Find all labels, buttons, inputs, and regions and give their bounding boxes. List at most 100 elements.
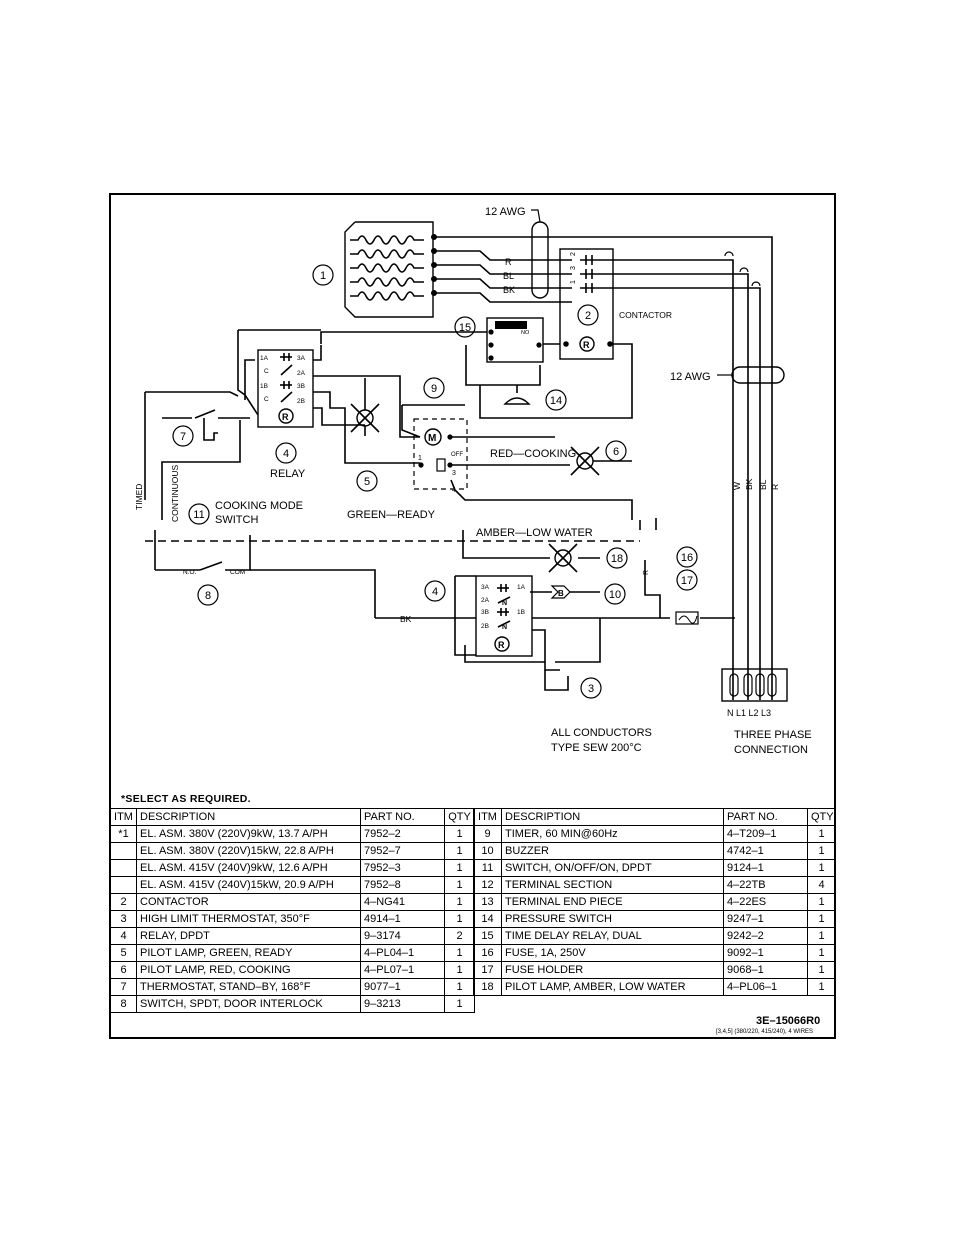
callout-6: 6	[613, 446, 619, 458]
bom-left-cell: 4	[110, 927, 137, 945]
bom-right-cell: TIME DELAY RELAY, DUAL	[501, 927, 724, 945]
wire-color-bl: BL	[503, 271, 514, 281]
bom-left-cell	[110, 842, 137, 860]
timer-terminal-4: 4	[452, 487, 456, 494]
contactor-2	[559, 248, 614, 360]
bom-right-header-cell: DESCRIPTION	[501, 808, 724, 826]
bom-left-cell: EL. ASM. 380V (220V)9kW, 13.7 A/PH	[136, 825, 361, 843]
bom-left-cell: 7952–8	[360, 876, 445, 894]
callout-17: 17	[681, 575, 693, 587]
terminal-block	[721, 668, 788, 702]
relay-contact-1b: 1B	[260, 383, 268, 390]
bom-left-cell: 9077–1	[360, 978, 445, 996]
heating-element-assembly	[344, 221, 437, 318]
bom-right-cell: 9242–2	[723, 927, 808, 945]
relay-contact-1a: 1A	[260, 355, 269, 362]
bom-left-cell: 7952–3	[360, 859, 445, 877]
bom-left-cell: 9–3174	[360, 927, 445, 945]
bom-right-cell: 1	[807, 910, 836, 928]
callout-18: 18	[611, 553, 623, 565]
timer-terminal-1: 1	[418, 455, 422, 462]
red-cooking-label: RED—COOKING	[490, 448, 576, 460]
relay-contact-2a: 2A	[297, 370, 306, 377]
bom-right-cell: 1	[807, 893, 836, 911]
bom-left-cell: 8	[110, 995, 137, 1013]
relay-label: RELAY	[270, 468, 306, 480]
bom-left-cell: EL. ASM. 380V (220V)15kW, 22.8 A/PH	[136, 842, 361, 860]
wire-color-bk: BK	[503, 285, 515, 295]
bom-right-cell: 9247–1	[723, 910, 808, 928]
conductors-note-2: TYPE SEW 200°C	[551, 742, 642, 754]
bom-right-cell: 1	[807, 944, 836, 962]
bom-right-cell: 9092–1	[723, 944, 808, 962]
bom-left-cell: 6	[110, 961, 137, 979]
buzzer-symbol: B	[558, 589, 564, 598]
cooking-mode-switch-label-2: SWITCH	[215, 514, 258, 526]
bom-left-cell: 2	[110, 893, 137, 911]
wire-color-bk-vertical: BK	[744, 478, 754, 490]
relay-lower-n2: N	[502, 624, 507, 631]
bom-left-cell: EL. ASM. 415V (240V)15kW, 20.9 A/PH	[136, 876, 361, 894]
callout-7: 7	[180, 431, 186, 443]
wire-color-r: R	[505, 257, 512, 267]
drawing-subtitle: [3,4,5] (380/220, 415/240), 4 WIRES	[716, 1029, 814, 1035]
bom-right-cell: 17	[473, 961, 502, 979]
callout-4-upper: 4	[283, 448, 289, 460]
bom-left-cell: *1	[110, 825, 137, 843]
bom-right-cell: 9	[473, 825, 502, 843]
timer-terminal-3: 3	[452, 470, 456, 477]
relay-lower-2a: 2A	[481, 597, 490, 604]
svg-text:2: 2	[570, 252, 577, 256]
bom-right-cell: 4–22TB	[723, 876, 808, 894]
bom-left-cell: 7	[110, 978, 137, 996]
wire-gauge-label-right: 12 AWG	[670, 371, 711, 383]
bom-left-cell: 1	[444, 978, 475, 996]
wire-bundle-oval-right	[731, 366, 785, 384]
bom-left-cell	[110, 876, 137, 894]
bom-right-cell: 1	[807, 961, 836, 979]
bom-left-cell: 2	[444, 927, 475, 945]
timer-off-label: OFF	[451, 452, 463, 458]
bom-right-cell: 13	[473, 893, 502, 911]
bom-left-cell: EL. ASM. 415V (240V)9kW, 12.6 A/PH	[136, 859, 361, 877]
pilot-lamp-18-amber	[548, 543, 578, 573]
contactor-coil-symbol: R	[583, 340, 590, 350]
bom-right-cell: 4–PL06–1	[723, 978, 808, 996]
bom-left-cell: PILOT LAMP, GREEN, READY	[136, 944, 361, 962]
bom-left-cell: CONTACTOR	[136, 893, 361, 911]
wire-gauge-label-top: 12 AWG	[485, 206, 526, 218]
bom-left-cell: THERMOSTAT, STAND–BY, 168°F	[136, 978, 361, 996]
bom-left-cell: 1	[444, 995, 475, 1013]
bom-right-cell: 4–T209–1	[723, 825, 808, 843]
bom-left-header-cell: QTY	[444, 808, 475, 826]
svg-text:3: 3	[570, 266, 577, 270]
bom-right-cell: 1	[807, 859, 836, 877]
bom-left-cell: 1	[444, 825, 475, 843]
bom-right-cell: 9068–1	[723, 961, 808, 979]
bom-left-cell: 4914–1	[360, 910, 445, 928]
relay-4-upper	[257, 349, 314, 428]
relay-lower-2b: 2B	[481, 623, 489, 630]
tdr-com-label: COM	[497, 323, 510, 329]
bom-left-cell: 1	[444, 944, 475, 962]
relay-contact-c2: C	[264, 396, 269, 403]
bom-right-header-cell: ITM	[473, 808, 502, 826]
callout-15: 15	[459, 322, 471, 334]
drawing-number: 3E–15066R0	[756, 1015, 821, 1027]
bom-left-cell: RELAY, DPDT	[136, 927, 361, 945]
bom-right-cell: 10	[473, 842, 502, 860]
relay-contact-3a: 3A	[297, 355, 306, 362]
time-delay-relay-15	[486, 317, 544, 363]
bom-left-cell: 3	[110, 910, 137, 928]
amber-low-water-label: AMBER—LOW WATER	[476, 527, 593, 539]
bom-right-cell: TERMINAL SECTION	[501, 876, 724, 894]
green-ready-label: GREEN—READY	[347, 509, 436, 521]
bom-right-header-cell: QTY	[807, 808, 836, 826]
